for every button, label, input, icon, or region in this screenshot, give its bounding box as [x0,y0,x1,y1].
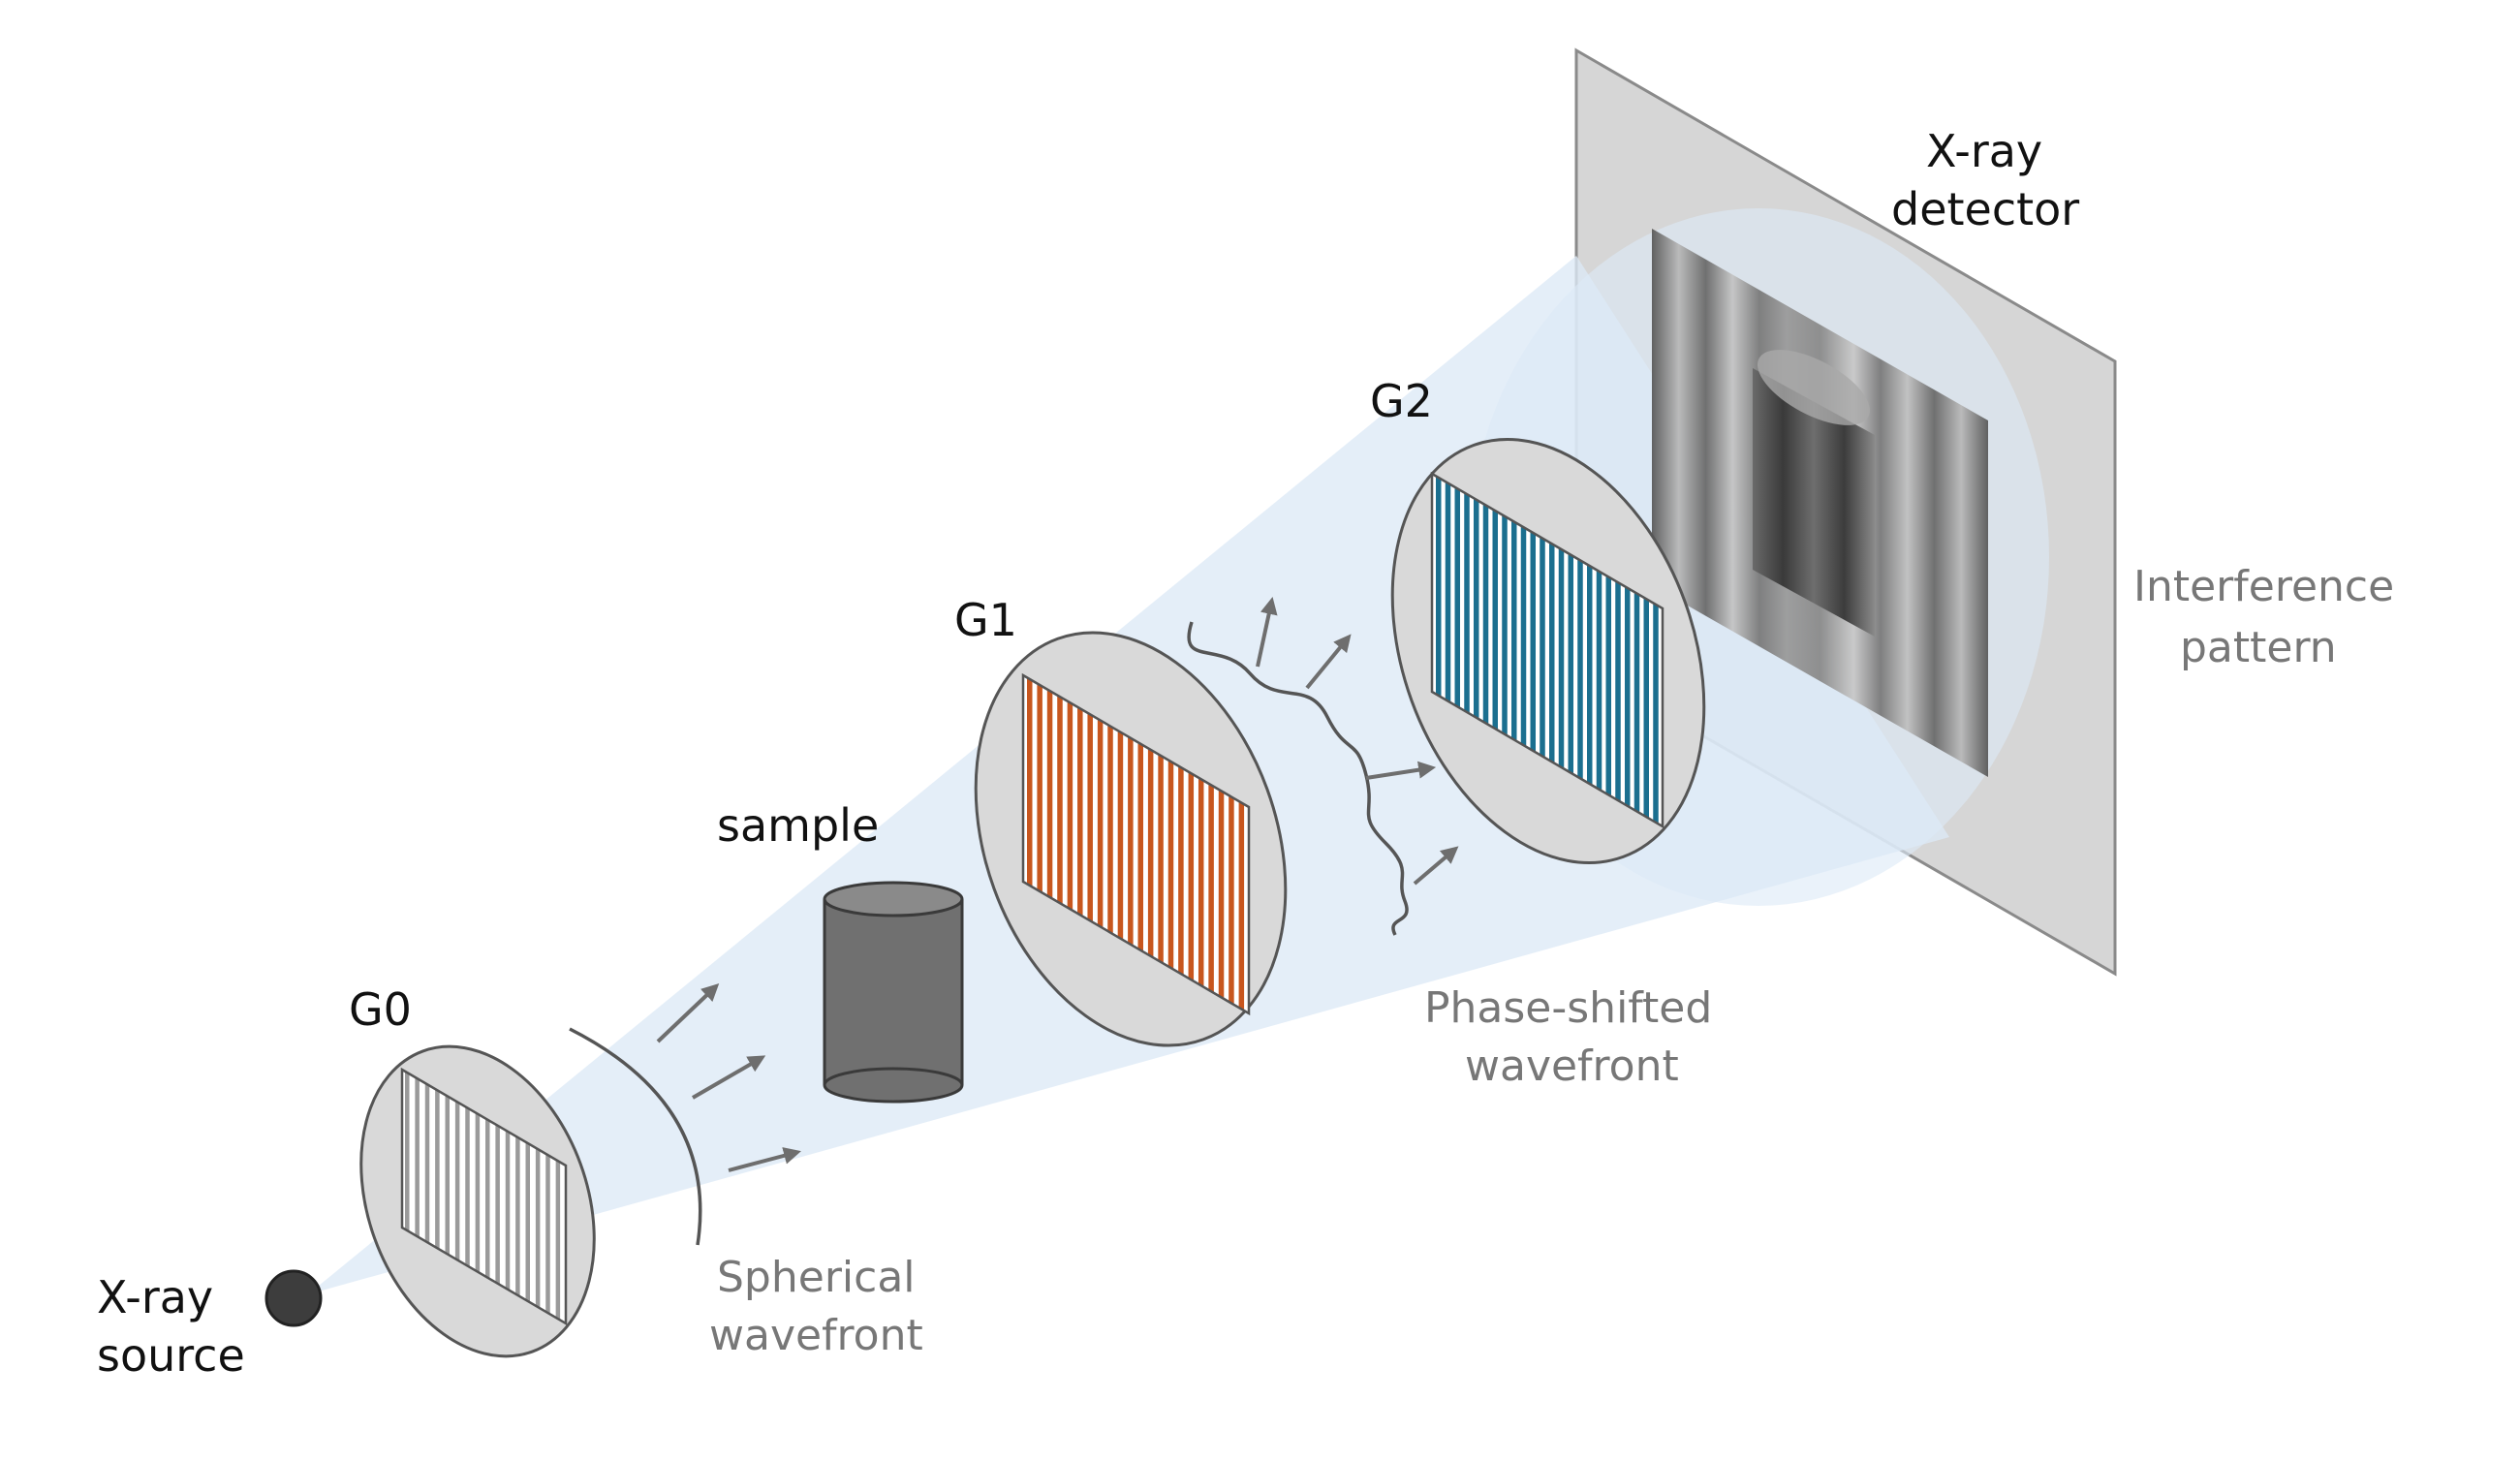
spherical-wavefront [569,983,801,1246]
label-source-line2: source [97,1329,245,1382]
grating-stripe [1087,675,1093,1013]
grating-stripe [415,1070,420,1323]
label-phase-line2: wavefront [1465,1042,1679,1091]
grating-stripe [1158,675,1164,1013]
grating-stripe [1046,675,1053,1013]
grating-stripe [1147,675,1154,1013]
grating-stripe [1077,675,1083,1013]
grating-stripe [1653,474,1659,826]
grating-stripe [1596,474,1602,826]
grating-stripe [1027,675,1033,1013]
grating-stripe [1587,474,1593,826]
grating-stripes [405,1070,561,1323]
grating-stripe [1511,474,1517,826]
grating-g1 [974,631,1288,1047]
grating-stripe [485,1070,490,1323]
phase-arrow-1 [1256,596,1278,668]
sample-cylinder [823,881,964,1104]
grating-g0 [359,1044,596,1358]
grating-stripe [1198,675,1204,1013]
grating-stripe [1615,474,1621,826]
label-source-line1: X-ray [97,1271,213,1323]
grating-stripe [1097,675,1104,1013]
grating-stripe [545,1070,550,1323]
grating-stripe [1577,474,1583,826]
grating-stripes [1436,474,1659,826]
label-interference-line2: pattern [2180,623,2337,672]
grating-stripe [1502,474,1508,826]
interference-pattern [1652,229,1988,777]
grating-stripe [424,1070,430,1323]
label-phase-line1: Phase-shifted [1424,983,1712,1033]
wave-arrow-1 [656,983,720,1043]
grating-stripe [1454,474,1460,826]
grating-stripe [1445,474,1451,826]
phase-shifted-wavefront [1187,596,1459,936]
grating-stripe [454,1070,460,1323]
grating-stripe [1474,474,1479,826]
grating-stripe [1633,474,1640,826]
grating-stripe [1137,675,1143,1013]
grating-stripe [1568,474,1573,826]
grating-stripe [495,1070,500,1323]
grating-stripe [1128,675,1134,1013]
grating-stripe [1037,675,1042,1013]
phase-arrow-4 [1413,846,1459,886]
label-interference-line1: Interference [2133,562,2394,611]
grating-stripe [1436,474,1442,826]
grating-stripe [475,1070,481,1323]
wave-arrow-2 [691,1055,766,1100]
label-spherical-line2: wavefront [709,1311,923,1360]
grating-stripe [1549,474,1555,826]
grating-stripe [1558,474,1565,826]
grating-stripe [1188,675,1195,1013]
grating-stripe [1643,474,1649,826]
wave-arrow-3 [728,1147,801,1172]
label-g0: G0 [349,983,412,1036]
grating-stripe [1057,675,1063,1013]
grating-stripe [1492,474,1498,826]
phase-arrow-3 [1365,761,1437,780]
grating-stripe [405,1070,410,1323]
grating-g2 [1390,438,1706,864]
label-spherical-line1: Spherical [717,1253,916,1302]
grating-stripe [1178,675,1184,1013]
grating-stripe [1117,675,1124,1013]
grating-stripe [1540,474,1545,826]
grating-stripe [525,1070,530,1323]
label-detector-line1: X-ray [1926,125,2042,177]
grating-stripe [535,1070,541,1323]
grating-stripe [1625,474,1631,826]
grating-stripe [1208,675,1214,1013]
grating-stripe [505,1070,511,1323]
grating-stripe [1218,675,1225,1013]
grating-stripe [435,1070,440,1323]
grating-stripe [1067,675,1073,1013]
grating-stripe [465,1070,470,1323]
grating-stripe [1482,474,1489,826]
grating-stripe [1238,675,1245,1013]
grating-stripe [1530,474,1536,826]
grating-stripe [1167,675,1174,1013]
xray-source [264,1269,323,1327]
phase-arrow-2 [1305,634,1352,690]
grating-stripe [1229,675,1234,1013]
grating-stripe [1107,675,1113,1013]
label-g1: G1 [954,594,1017,646]
grating-stripe [1520,474,1527,826]
label-g2: G2 [1370,375,1433,427]
grating-stripes [1027,675,1245,1013]
grating-stripe [1605,474,1611,826]
grating-stripe [555,1070,561,1323]
label-sample: sample [717,799,879,852]
label-detector-line2: detector [1891,183,2079,235]
grating-stripe [445,1070,450,1323]
grating-stripe [515,1070,520,1323]
grating-stripe [1464,474,1470,826]
